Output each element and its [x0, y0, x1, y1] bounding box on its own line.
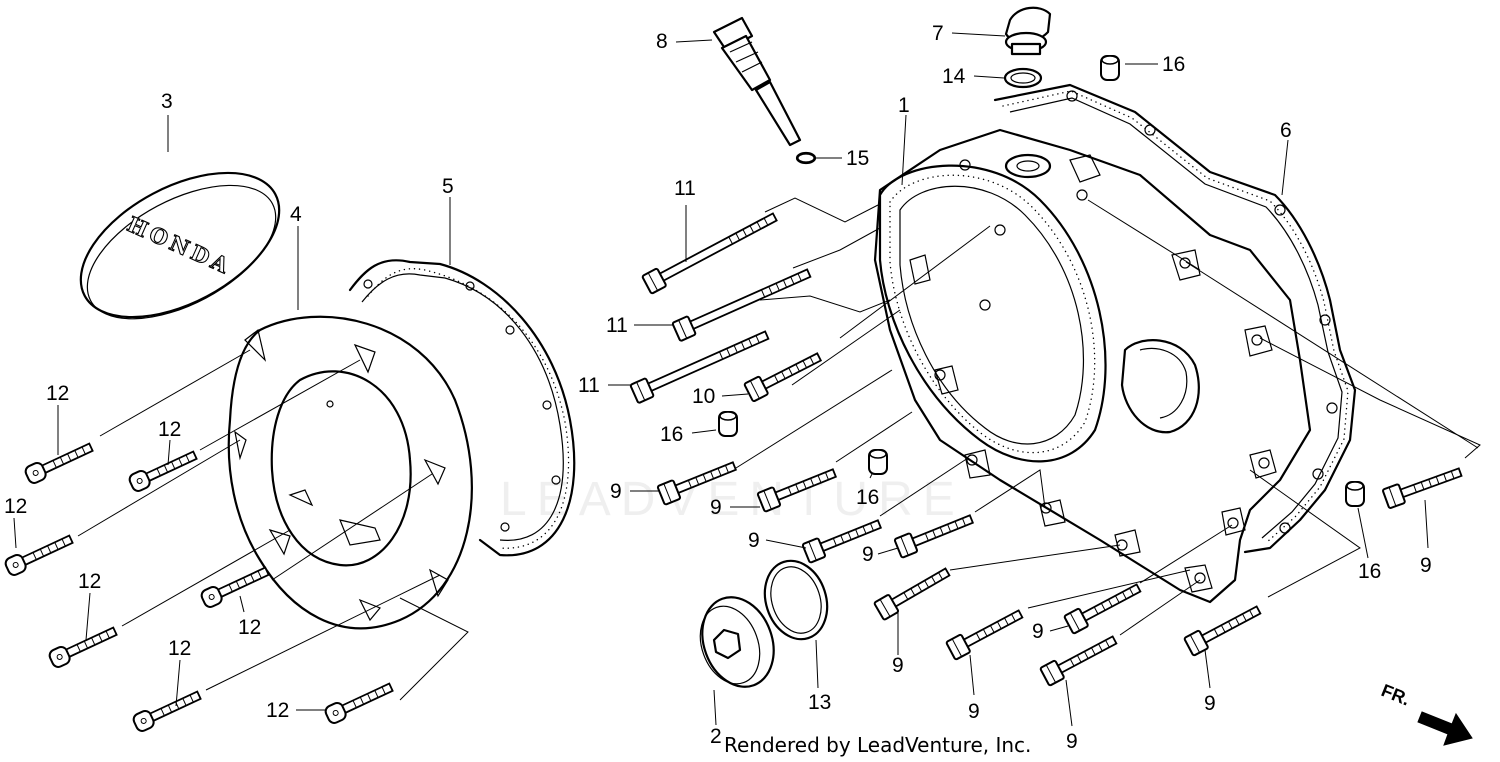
bolt-11-a [641, 207, 781, 295]
callout-9-b: 9 [710, 496, 722, 519]
bolt-9-j [1381, 461, 1465, 510]
callout-9-g: 9 [1032, 620, 1044, 643]
callout-labels: 3 4 5 1 6 8 7 14 16 15 11 11 11 10 16 16… [4, 22, 1432, 753]
front-direction-marker: FR. [1379, 680, 1473, 746]
callout-13: 13 [808, 691, 831, 714]
callout-12-a: 12 [46, 382, 69, 405]
bolt-9-g [1063, 578, 1145, 635]
callout-9-i: 9 [1204, 692, 1216, 715]
callout-9-j: 9 [1420, 554, 1432, 577]
part-14-o-ring [1003, 67, 1043, 89]
callout-2: 2 [710, 725, 722, 748]
callout-9-a: 9 [610, 480, 622, 503]
callout-12-d: 12 [78, 570, 101, 593]
bolt-9-h [1039, 630, 1121, 687]
part-1-right-crankcase-cover [873, 128, 1312, 604]
callout-16-top: 16 [1162, 53, 1185, 76]
bolt-12-c [2, 530, 76, 578]
part-4-cover-ring [227, 315, 473, 630]
callout-10: 10 [692, 385, 715, 408]
bolt-10 [743, 347, 825, 403]
bolt-12-a [22, 438, 96, 486]
bolt-9-e [873, 562, 954, 622]
bolt-9-i [1183, 600, 1265, 657]
part-16-dowel-b [718, 411, 738, 437]
callout-11-a: 11 [674, 177, 696, 200]
callout-12-b: 12 [158, 418, 181, 441]
part-16-dowel-c [868, 449, 888, 475]
front-arrow-icon [1417, 711, 1473, 746]
part-16-dowel-d [1345, 481, 1365, 507]
callout-1: 1 [898, 94, 910, 117]
bolt-12-d [198, 562, 272, 610]
part-13-o-ring [763, 559, 829, 641]
part-6-crankcase-gasket [993, 83, 1357, 554]
callout-11-b: 11 [606, 314, 628, 337]
callout-3: 3 [161, 90, 173, 113]
callout-9-d: 9 [862, 543, 874, 566]
render-credit: Rendered by LeadVenture, Inc. [724, 733, 1031, 757]
part-15-washer [797, 153, 815, 163]
fr-label: FR. [1379, 680, 1413, 709]
callout-16-low: 16 [856, 486, 879, 509]
part-8-oil-dipstick [712, 16, 817, 165]
callout-5: 5 [442, 175, 454, 198]
callout-7: 7 [932, 22, 944, 45]
callout-14: 14 [942, 65, 966, 88]
callout-12-f: 12 [168, 637, 191, 660]
part-3-outer-cover: HONDA [79, 171, 281, 320]
callout-12-g: 12 [266, 699, 289, 722]
part-7-filler-cap [1004, 6, 1052, 56]
part-16-dowel-a [1100, 55, 1120, 81]
callout-11-c: 11 [578, 374, 600, 397]
callout-12-c: 12 [4, 495, 27, 518]
watermark-text: LEADVENTURE [500, 473, 965, 526]
part-2-plug [699, 596, 775, 688]
callout-8: 8 [656, 30, 668, 53]
callout-16-mid: 16 [660, 423, 683, 446]
callout-4: 4 [290, 203, 302, 226]
callout-9-c: 9 [748, 529, 760, 552]
callout-9-e: 9 [892, 654, 904, 677]
callout-9-f: 9 [968, 700, 980, 723]
callout-9-h: 9 [1066, 730, 1078, 753]
callout-15: 15 [846, 147, 869, 170]
part-5-cover-gasket [348, 259, 576, 557]
bolt-11-b [671, 262, 814, 343]
callout-16-right: 16 [1358, 560, 1381, 583]
callout-12-e: 12 [238, 616, 261, 639]
bolt-9-f [945, 604, 1027, 661]
leader-lines [13, 32, 1481, 727]
bolt-12-g [322, 678, 396, 726]
callout-6: 6 [1280, 119, 1292, 142]
bolt-12-e [46, 622, 120, 670]
bolt-12-f [130, 686, 204, 734]
